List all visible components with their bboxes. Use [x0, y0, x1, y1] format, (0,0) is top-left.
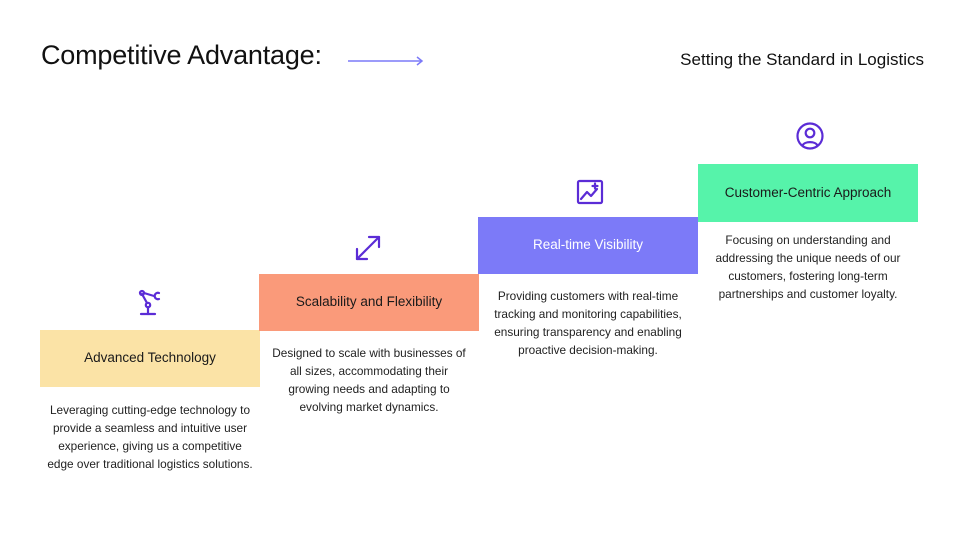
- step-label: Real-time Visibility: [478, 217, 698, 274]
- user-circle-icon: [795, 121, 825, 151]
- chart-sparkle-icon: [575, 177, 605, 207]
- step-description: Focusing on understanding and addressing…: [715, 233, 901, 301]
- arrow-right-icon: [348, 56, 424, 66]
- page-subtitle: Setting the Standard in Logistics: [680, 50, 924, 69]
- step-description: Leveraging cutting-edge technology to pr…: [47, 403, 253, 471]
- expand-arrows-icon: [353, 233, 383, 263]
- robot-arm-icon: [135, 287, 165, 317]
- step-label: Customer-Centric Approach: [698, 164, 918, 222]
- step-description: Designed to scale with businesses of all…: [272, 346, 466, 414]
- step-label: Advanced Technology: [40, 330, 260, 387]
- step-label: Scalability and Flexibility: [259, 274, 479, 331]
- step-description: Providing customers with real-time track…: [494, 289, 682, 357]
- page-title: Competitive Advantage:: [41, 40, 322, 70]
